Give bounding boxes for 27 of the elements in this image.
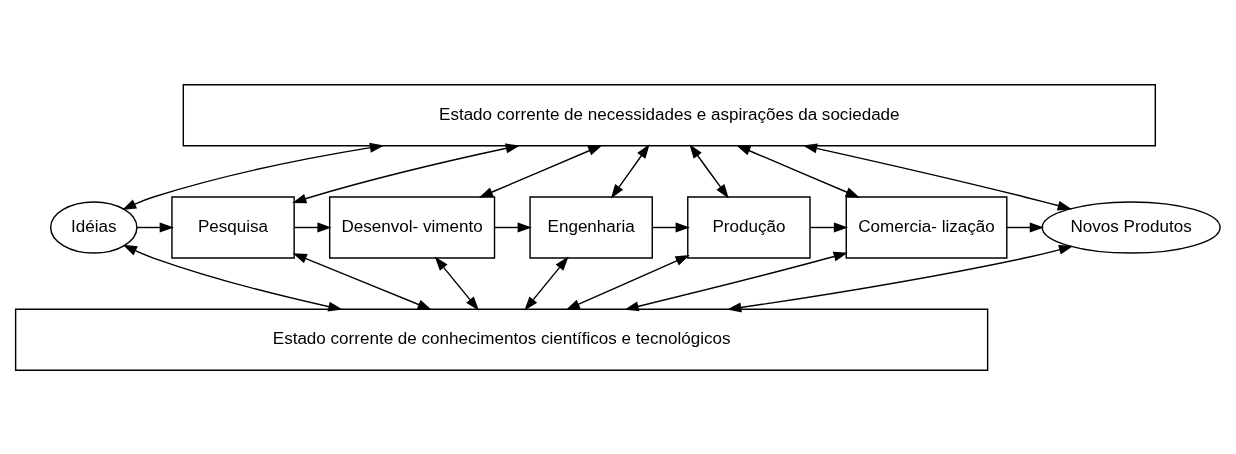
arrow [652, 222, 690, 232]
arrow [136, 222, 174, 232]
arrow [610, 143, 650, 198]
arrow [1006, 222, 1044, 232]
node-box: Comercia- lização [845, 195, 1008, 259]
node-box: Produção [687, 195, 811, 259]
arrow [565, 254, 690, 310]
arrow [736, 144, 860, 198]
arrow [478, 144, 603, 198]
arrow [293, 222, 332, 232]
arrow [802, 143, 1072, 210]
arrow [624, 251, 848, 311]
arrow [122, 142, 385, 210]
arrow [292, 252, 432, 310]
node-box: Estado corrente de necessidades e aspirações da sociedade [182, 83, 1156, 146]
node-box: Pesquisa [171, 195, 295, 259]
node-box: Desenvol- vimento [328, 195, 496, 259]
arrow [809, 222, 849, 232]
arrow [434, 256, 479, 311]
arrow [689, 143, 729, 198]
arrow [122, 244, 343, 311]
node-box: Estado corrente de conhecimentos científicos e tecnológicos [14, 308, 989, 371]
arrow [493, 222, 532, 232]
node-box: Engenharia [529, 195, 653, 259]
arrow [524, 256, 569, 311]
arrow [727, 244, 1074, 312]
arrow [292, 143, 520, 203]
